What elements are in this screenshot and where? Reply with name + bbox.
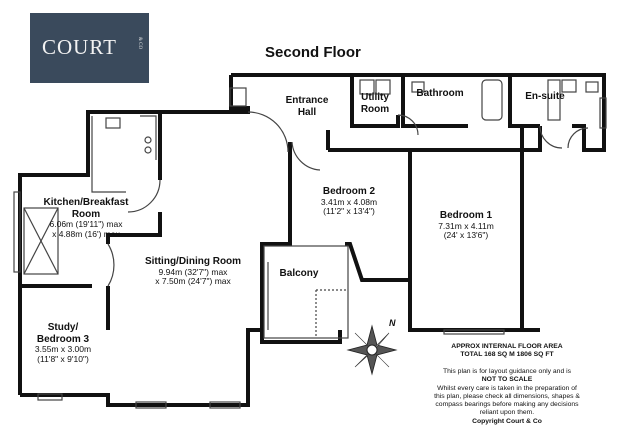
bath: [481, 79, 503, 121]
bedroom2-wall: [260, 142, 292, 330]
shower: [547, 79, 561, 121]
room-utility-label: Utility Room: [355, 92, 395, 115]
room-dimension: (11'8" x 9'10"): [37, 353, 89, 364]
door-swing: [127, 179, 161, 213]
room-name: Entrance Hall: [285, 95, 329, 118]
room-name: Bedroom 1: [439, 210, 493, 221]
bathroom-wall: [401, 75, 468, 128]
room-ensuite-label: En-suite: [520, 91, 570, 103]
area-heading: APPROX INTERNAL FLOOR AREA: [451, 343, 563, 350]
room-entrance-label: Entrance Hall: [284, 95, 330, 118]
floor-title: Second Floor: [265, 44, 361, 61]
room-name: Bedroom 2: [322, 186, 376, 197]
outer-wall: [20, 328, 342, 407]
room-sitting-label: Sitting/Dining Room 9.94m (32'7") max x …: [138, 256, 248, 287]
logo-text: COURT: [42, 35, 117, 59]
wc: [561, 79, 577, 93]
balcony-outline: [263, 245, 349, 339]
room-dimension: 3.41m x 4.08m: [320, 196, 378, 207]
room-kitchen-label: Kitchen/Breakfast Room 6.06m (19'11") ma…: [36, 197, 136, 240]
room-dimension: 7.31m x 4.11m: [438, 220, 494, 231]
window: [135, 401, 167, 409]
disclaimer-line: this plan, please check all dimensions, …: [434, 392, 580, 400]
disclaimer-emphasis: NOT TO SCALE: [481, 376, 533, 384]
room-name: Bathroom: [416, 88, 464, 99]
room-dimension: x 4.88m (16') max: [52, 228, 120, 239]
logo-subtext: & CO: [137, 37, 142, 50]
basin: [411, 81, 425, 93]
appliance: [359, 79, 375, 95]
copyright: Copyright Court & Co: [472, 417, 542, 425]
hob: [144, 146, 152, 154]
disclaimer-line: Whilst every care is taken in the prepar…: [437, 384, 577, 392]
room-name: Study/ Bedroom 3: [36, 322, 90, 345]
room-dimension: x 7.50m (24'7") max: [155, 276, 231, 287]
window: [599, 97, 607, 129]
room-bathroom-label: Bathroom: [410, 88, 470, 100]
room-study-label: Study/ Bedroom 3 3.55m x 3.00m (11'8" x …: [28, 322, 98, 365]
window: [443, 329, 505, 335]
kitchen-counter: [91, 116, 126, 193]
area-total: TOTAL 168 SQ M 1806 SQ FT: [460, 351, 554, 359]
room-dimension: 6.06m (19'11") max: [49, 219, 123, 229]
room-bedroom1-label: Bedroom 1 7.31m x 4.11m (24' x 13'6"): [418, 210, 514, 241]
floor-area-summary: APPROX INTERNAL FLOOR AREA TOTAL 168 SQ …: [412, 343, 602, 359]
kitchen-wall: [106, 212, 162, 244]
outer-wall: [231, 73, 606, 152]
door-swing: [291, 141, 321, 171]
hob: [144, 136, 152, 144]
disclaimer-line: compass bearings before making any decis…: [435, 401, 579, 409]
disclaimer-line: This plan is for layout guidance only an…: [442, 368, 572, 375]
window: [209, 401, 241, 409]
ensuite-wall: [522, 126, 542, 152]
ensuite-wall: [508, 75, 540, 128]
room-balcony-label: Balcony: [272, 268, 326, 280]
door-swing: [539, 125, 563, 149]
disclaimer-line: reliant upon them.: [479, 409, 535, 417]
room-dimension: 3.55m x 3.00m: [34, 344, 92, 354]
room-name: Utility Room: [360, 92, 390, 115]
room-dimension: (11'2" x 13'4"): [323, 206, 375, 217]
sink: [105, 117, 121, 129]
window: [37, 393, 63, 401]
room-name: Sitting/Dining Room: [144, 256, 242, 267]
disclaimer-text: This plan is for layout guidance only an…: [412, 368, 602, 426]
room-bedroom2-label: Bedroom 2 3.41m x 4.08m (11'2" x 13'4"): [304, 186, 394, 217]
room-dimension: 9.94m (32'7") max: [158, 266, 228, 277]
utility-wall: [350, 75, 400, 128]
compass-rose: [346, 324, 398, 376]
room-name: En-suite: [525, 91, 565, 102]
room-name: Balcony: [279, 268, 319, 279]
compass-north-label: N: [389, 318, 396, 328]
room-dimension: (24' x 13'6"): [443, 230, 489, 241]
door-swing: [107, 243, 115, 287]
company-logo: COURT & CO: [30, 13, 149, 83]
door-swing: [567, 127, 589, 149]
window: [13, 191, 21, 273]
room-name: Kitchen/Breakfast Room: [43, 197, 129, 220]
door-swing: [247, 111, 289, 153]
kitchen-counter: [140, 115, 157, 160]
door-swing: [397, 114, 419, 136]
skylight: [23, 207, 59, 275]
basin: [585, 81, 599, 93]
entrance-door: [229, 87, 247, 107]
appliance: [375, 79, 391, 95]
